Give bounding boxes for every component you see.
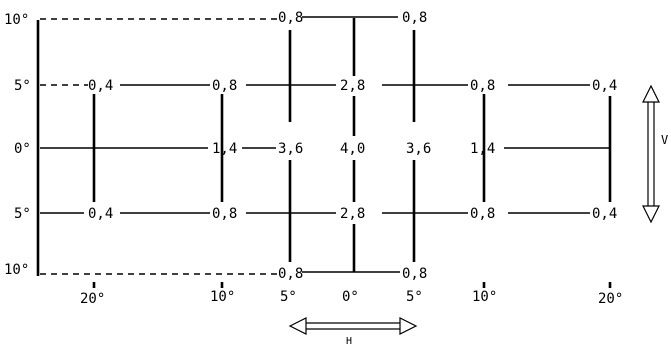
value-rm5-1: 0,4 (88, 206, 113, 222)
value-bottom-left: 0,8 (278, 266, 303, 282)
h-label-5-right: 5° (406, 289, 423, 305)
v-label-5-up: 5° (14, 78, 31, 94)
h-label-20-left: 20° (80, 291, 105, 307)
value-r0-2: 3,6 (278, 141, 303, 157)
value-r5-4: 0,8 (470, 78, 495, 94)
value-rm5-5: 0,4 (592, 206, 617, 222)
vertical-arrow-label: V (661, 133, 668, 147)
v-label-0: 0° (14, 141, 31, 157)
value-r5-3: 2,8 (340, 78, 365, 94)
value-r0-4: 3,6 (406, 141, 431, 157)
v-label-5-down: 5° (14, 206, 31, 222)
h-label-20-right: 20° (598, 291, 623, 307)
value-rm5-2: 0,8 (212, 206, 237, 222)
value-r0-1: 1,4 (212, 141, 237, 157)
h-label-10-right: 10° (472, 289, 497, 305)
horizontal-arrow (288, 317, 418, 335)
value-top-left: 0,8 (278, 10, 303, 26)
h-label-0: 0° (342, 289, 359, 305)
value-bottom-right: 0,8 (402, 266, 427, 282)
v-label-bottom: 10° (4, 262, 29, 278)
horizontal-arrow-label: H (346, 336, 352, 346)
value-rm5-4: 0,8 (470, 206, 495, 222)
value-r5-1: 0,4 (88, 78, 113, 94)
vertical-arrow (642, 84, 660, 224)
value-r0-5: 1,4 (470, 141, 495, 157)
h-label-10-left: 10° (210, 289, 235, 305)
value-r0-3: 4,0 (340, 141, 365, 157)
v-label-top: 10° (4, 12, 29, 28)
h-label-5-left: 5° (280, 289, 297, 305)
value-top-right: 0,8 (402, 10, 427, 26)
value-rm5-3: 2,8 (340, 206, 365, 222)
value-r5-5: 0,4 (592, 78, 617, 94)
value-r5-2: 0,8 (212, 78, 237, 94)
